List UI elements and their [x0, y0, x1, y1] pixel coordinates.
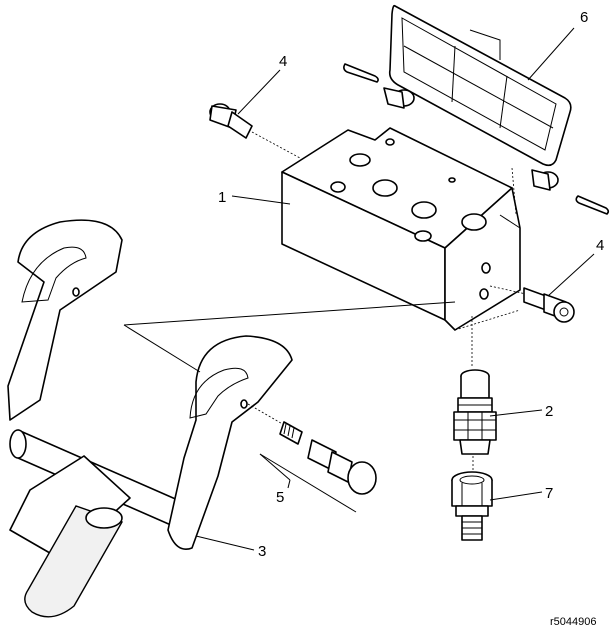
callout-1: 1 [218, 189, 226, 206]
callout-3: 3 [258, 543, 266, 560]
cover [383, 4, 572, 191]
callout-7: 7 [545, 485, 553, 502]
callout-4-upper: 4 [279, 53, 287, 70]
callout-5: 5 [276, 489, 284, 506]
adapter-fitting [451, 471, 493, 541]
dowel-pin-left [343, 63, 379, 83]
mounting-bracket [7, 219, 293, 618]
figure-reference: r5044906 [550, 616, 597, 628]
callout-4-lower: 4 [596, 237, 604, 254]
dowel-pin-right [575, 195, 610, 215]
valve-block [281, 127, 521, 331]
mounting-bolt-upper [209, 103, 301, 159]
callout-6: 6 [580, 9, 588, 26]
quick-coupler [453, 369, 497, 455]
spring-detent-pin [247, 403, 377, 495]
mounting-bolt-lower [489, 285, 575, 323]
callout-2: 2 [545, 403, 553, 420]
